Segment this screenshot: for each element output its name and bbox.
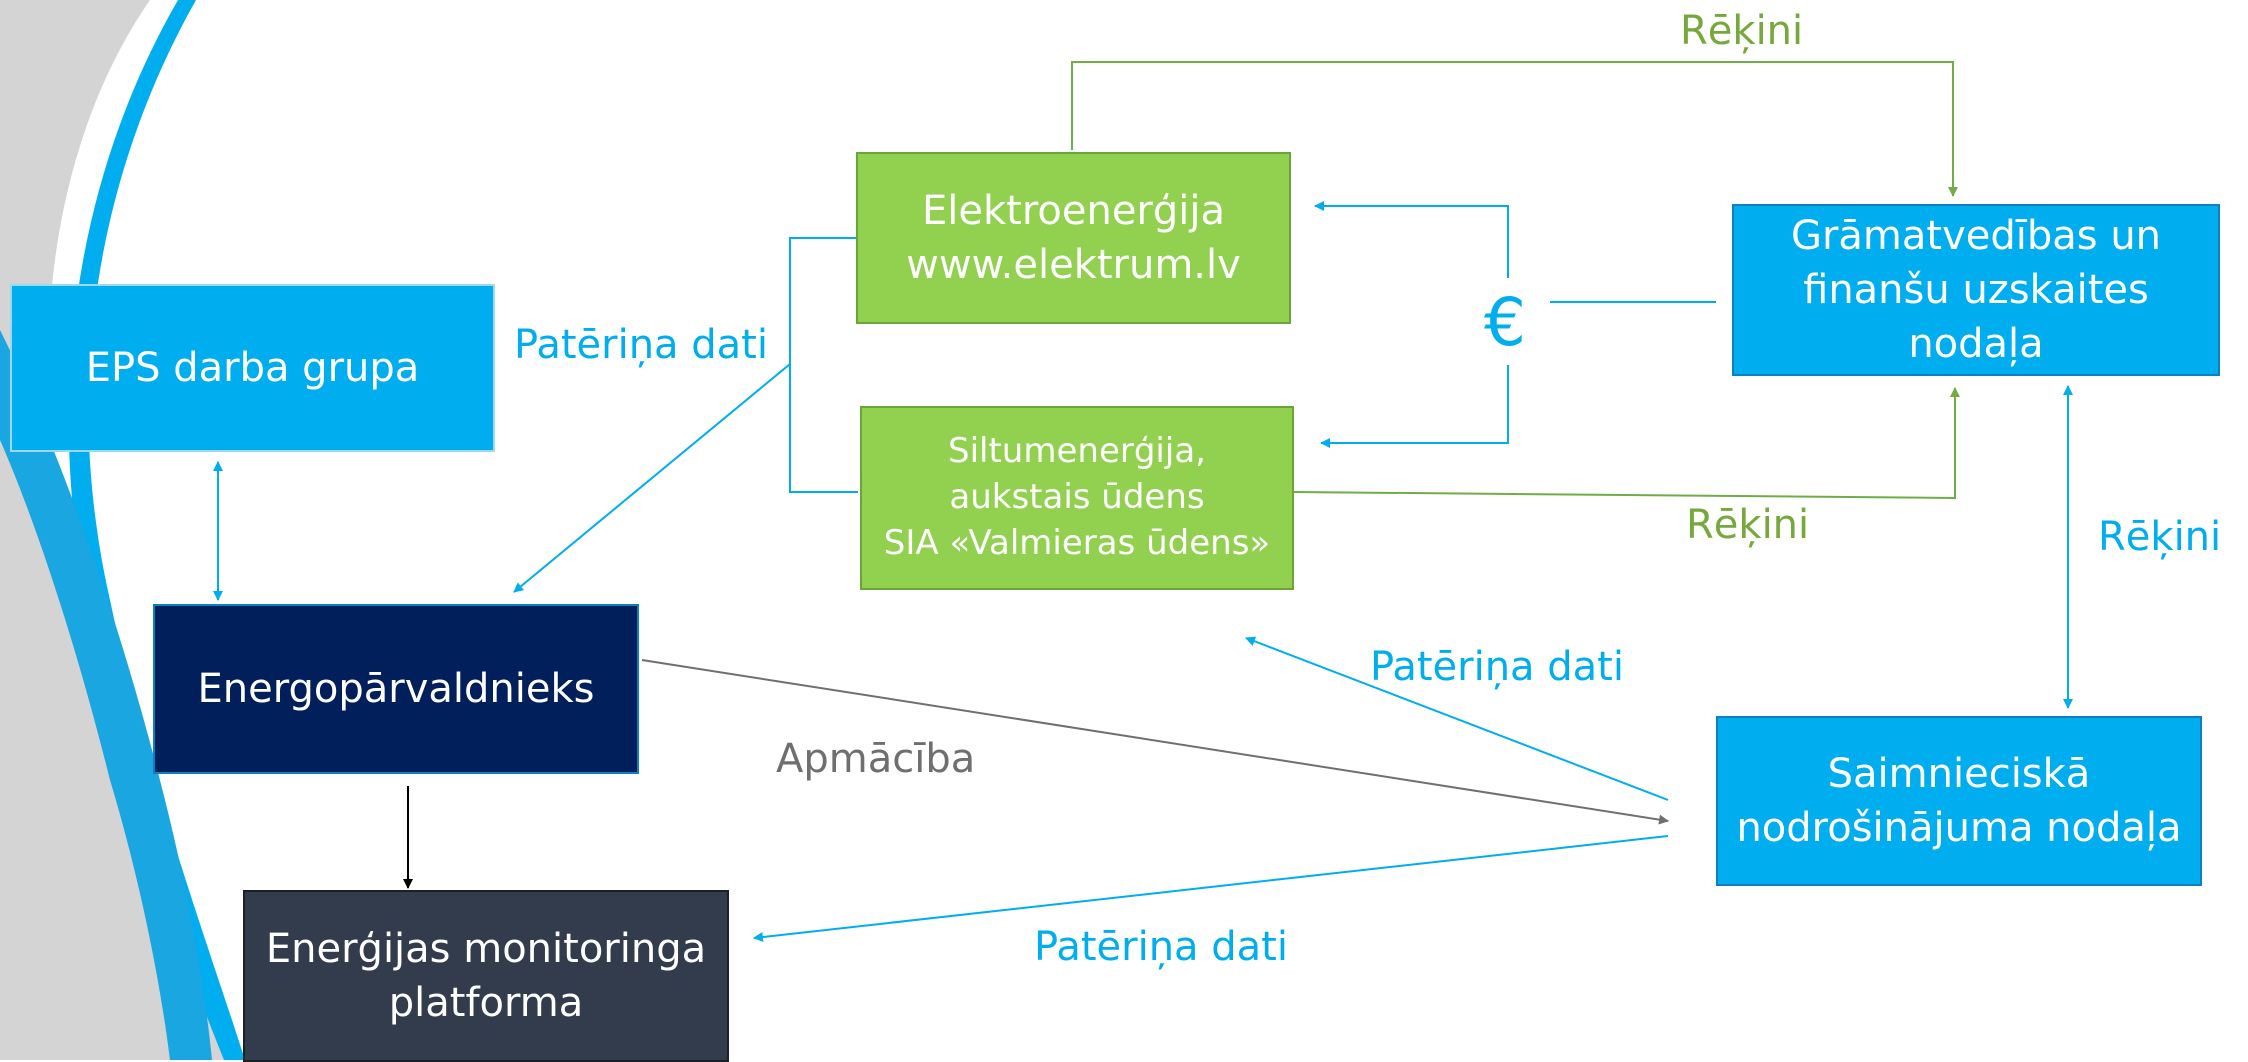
node-maintenance: Saimnieciskā nodrošinājuma nodaļa <box>1716 716 2202 886</box>
edge-data-to-suppliers <box>1245 636 1669 801</box>
node-energy-manager: Energopārvaldnieks <box>153 604 639 774</box>
edge-payment-heat <box>1320 365 1509 448</box>
gray-swoosh <box>0 0 240 1060</box>
label-invoices-top: Rēķini <box>1680 8 1804 54</box>
edge-invoices-top <box>1071 61 1958 197</box>
edge-data-to-platform <box>753 835 1669 942</box>
node-electricity: Elektroenerģija www.elektrum.lv <box>856 152 1291 324</box>
label-invoices-mid: Rēķini <box>1686 502 1810 548</box>
edge-training <box>641 659 1669 825</box>
edge-data-bracket <box>789 237 858 493</box>
node-accounting: Grāmatvedības un finanšu uzskaites nodaļ… <box>1732 204 2220 376</box>
label-training: Apmācība <box>776 736 976 782</box>
node-eps-group: EPS darba grupa <box>10 284 495 452</box>
label-invoices-right: Rēķini <box>2098 514 2222 560</box>
edge-payment-electricity <box>1314 201 1509 278</box>
node-monitoring-platform: Enerģijas monitoringa platforma <box>243 890 729 1062</box>
currency-symbol: € <box>1484 284 1526 361</box>
node-heat-water: Siltumenerģija, aukstais ūdens SIA «Valm… <box>860 406 1294 590</box>
edge-invoices-mid <box>1293 387 1960 500</box>
edge-data-to-manager <box>513 363 791 593</box>
label-consumption-data-bottom: Patēriņa dati <box>1034 924 1288 970</box>
label-consumption-data-left: Patēriņa dati <box>514 322 768 368</box>
label-consumption-data-mid: Patēriņa dati <box>1370 644 1624 690</box>
blue-swoosh-inner <box>0 330 212 1060</box>
